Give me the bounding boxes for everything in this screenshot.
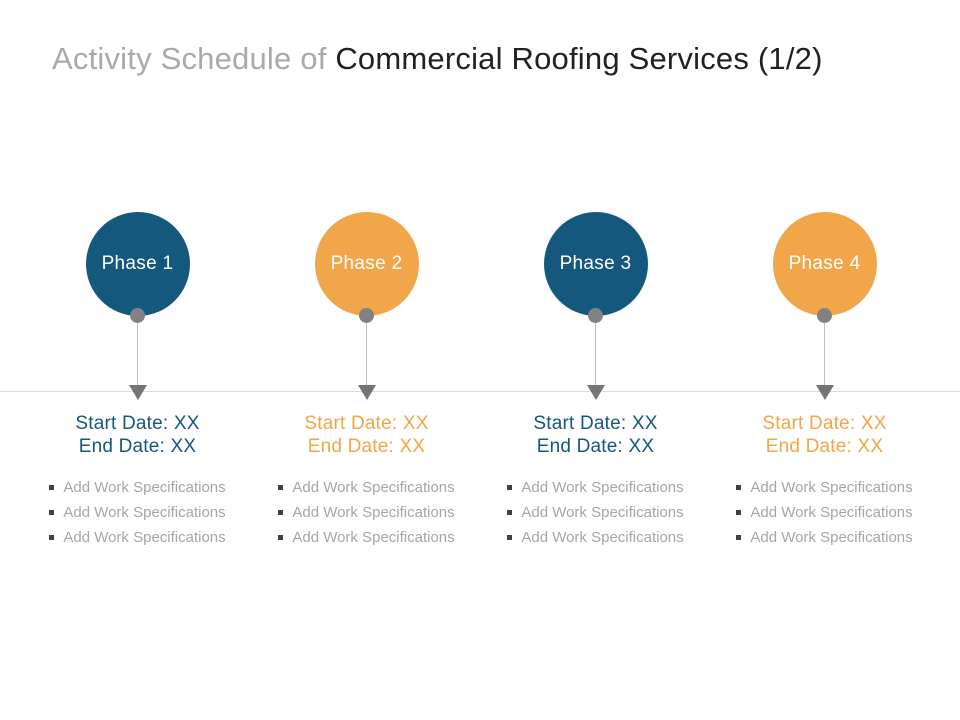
list-item: Add Work Specifications — [507, 525, 684, 550]
arrow-down-icon — [357, 385, 376, 400]
end-date: End Date: XX — [536, 436, 655, 457]
bullet-square-icon — [278, 485, 284, 490]
list-item-label: Add Work Specifications — [750, 479, 913, 496]
list-item-label: Add Work Specifications — [292, 529, 455, 546]
phase-column-2: Phase 2 Start Date: XX End Date: XX Add … — [252, 212, 481, 550]
list-item-label: Add Work Specifications — [63, 529, 226, 546]
arrow-down-icon — [128, 385, 147, 400]
list-item-label: Add Work Specifications — [292, 504, 455, 521]
list-item-label: Add Work Specifications — [292, 479, 455, 496]
list-item: Add Work Specifications — [736, 475, 913, 500]
bullet-square-icon — [507, 485, 513, 490]
end-date: End Date: XX — [307, 436, 426, 457]
phase-label: Phase 2 — [330, 253, 403, 274]
phase-columns: Phase 1 Start Date: XX End Date: XX Add … — [23, 212, 939, 550]
phase-circle: Phase 4 — [772, 212, 877, 316]
work-specifications-list: Add Work Specifications Add Work Specifi… — [507, 475, 684, 550]
phase-label: Phase 3 — [559, 253, 632, 274]
phase-column-1: Phase 1 Start Date: XX End Date: XX Add … — [23, 212, 252, 550]
list-item: Add Work Specifications — [278, 525, 455, 550]
list-item: Add Work Specifications — [507, 500, 684, 525]
bullet-square-icon — [507, 535, 513, 540]
phase-dates: Start Date: XX End Date: XX — [533, 412, 657, 458]
bullet-square-icon — [49, 485, 55, 490]
list-item: Add Work Specifications — [49, 500, 226, 525]
work-specifications-list: Add Work Specifications Add Work Specifi… — [49, 475, 226, 550]
bullet-square-icon — [278, 535, 284, 540]
list-item-label: Add Work Specifications — [521, 529, 684, 546]
phase-column-4: Phase 4 Start Date: XX End Date: XX Add … — [710, 212, 939, 550]
list-item: Add Work Specifications — [736, 525, 913, 550]
connector-line — [366, 323, 367, 385]
list-item-label: Add Work Specifications — [63, 504, 226, 521]
connector-line — [595, 323, 596, 385]
connector-dot-icon — [359, 308, 374, 323]
start-date: Start Date: XX — [304, 413, 429, 434]
bullet-square-icon — [736, 510, 742, 515]
work-specifications-list: Add Work Specifications Add Work Specifi… — [278, 475, 455, 550]
connector-dot-icon — [130, 308, 145, 323]
title-prefix: Activity Schedule of — [52, 41, 336, 76]
bullet-square-icon — [278, 510, 284, 515]
arrow-down-icon — [586, 385, 605, 400]
list-item-label: Add Work Specifications — [521, 504, 684, 521]
list-item: Add Work Specifications — [49, 475, 226, 500]
phase-circle: Phase 3 — [543, 212, 648, 316]
list-item: Add Work Specifications — [736, 500, 913, 525]
start-date: Start Date: XX — [533, 413, 658, 434]
bullet-square-icon — [49, 535, 55, 540]
bullet-square-icon — [736, 535, 742, 540]
list-item-label: Add Work Specifications — [750, 504, 913, 521]
phase-label: Phase 1 — [101, 253, 174, 274]
timeline-axis-line — [0, 391, 960, 392]
phase-circle: Phase 1 — [85, 212, 190, 316]
bullet-square-icon — [49, 510, 55, 515]
connector-line — [137, 323, 138, 385]
page-title: Activity Schedule of Commercial Roofing … — [52, 40, 823, 77]
end-date: End Date: XX — [765, 436, 884, 457]
list-item: Add Work Specifications — [49, 525, 226, 550]
list-item: Add Work Specifications — [278, 475, 455, 500]
phase-dates: Start Date: XX End Date: XX — [75, 412, 199, 458]
phase-dates: Start Date: XX End Date: XX — [762, 412, 886, 458]
list-item: Add Work Specifications — [278, 500, 455, 525]
phase-dates: Start Date: XX End Date: XX — [304, 412, 428, 458]
work-specifications-list: Add Work Specifications Add Work Specifi… — [736, 475, 913, 550]
bullet-square-icon — [736, 485, 742, 490]
end-date: End Date: XX — [78, 436, 197, 457]
arrow-down-icon — [815, 385, 834, 400]
list-item-label: Add Work Specifications — [750, 529, 913, 546]
connector-line — [824, 323, 825, 385]
list-item-label: Add Work Specifications — [521, 479, 684, 496]
list-item: Add Work Specifications — [507, 475, 684, 500]
title-main: Commercial Roofing Services (1/2) — [335, 41, 823, 76]
start-date: Start Date: XX — [75, 413, 200, 434]
list-item-label: Add Work Specifications — [63, 479, 226, 496]
phase-circle: Phase 2 — [314, 212, 419, 316]
bullet-square-icon — [507, 510, 513, 515]
connector-dot-icon — [817, 308, 832, 323]
connector-dot-icon — [588, 308, 603, 323]
start-date: Start Date: XX — [762, 413, 887, 434]
phase-column-3: Phase 3 Start Date: XX End Date: XX Add … — [481, 212, 710, 550]
phase-label: Phase 4 — [788, 253, 861, 274]
